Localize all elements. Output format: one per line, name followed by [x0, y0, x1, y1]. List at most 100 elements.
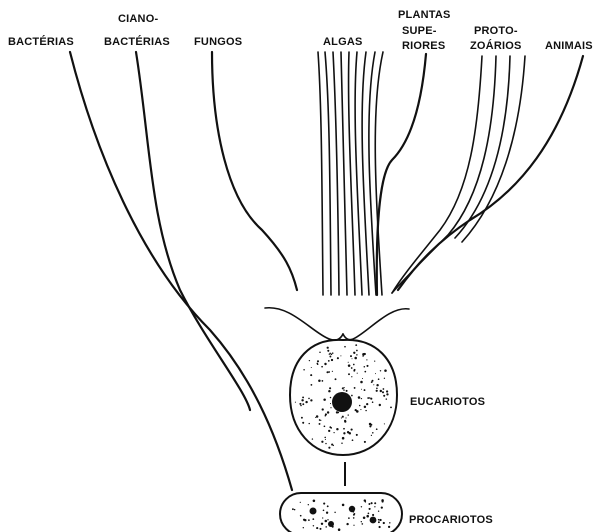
cytoplasm-stipple	[364, 366, 366, 368]
cytoplasm-stipple	[330, 427, 332, 429]
prokaryote-cell	[280, 493, 402, 532]
label-cianobacterias-line1: CIANO-	[118, 13, 158, 25]
cytoplasm-stipple	[372, 401, 374, 403]
prokaryote-stipple	[379, 526, 381, 528]
cytoplasm-stipple	[308, 398, 310, 400]
cytoplasm-stipple	[332, 352, 334, 354]
cytoplasm-stipple	[329, 387, 331, 389]
eukaryote-flagellum-right	[343, 309, 409, 340]
cytoplasm-stipple	[330, 397, 332, 399]
algas-branches	[318, 52, 383, 295]
cytoplasm-stipple	[369, 397, 370, 398]
cytoplasm-stipple	[301, 417, 303, 419]
cytoplasm-stipple	[331, 353, 333, 355]
cytoplasm-stipple	[309, 360, 310, 361]
eukaryote-flagellum-left	[265, 308, 343, 340]
prokaryote-stipple	[379, 519, 381, 521]
prokaryote-stipple	[346, 523, 348, 525]
cytoplasm-stipple	[384, 423, 385, 424]
cytoplasm-stipple	[382, 391, 384, 393]
prokaryote-stipple	[388, 526, 390, 528]
prokaryote-stipple	[327, 519, 328, 520]
cytoplasm-stipple	[345, 417, 346, 418]
cytoplasm-stipple	[354, 357, 357, 360]
cytoplasm-stipple	[321, 366, 323, 368]
prokaryote-stipple	[374, 506, 375, 507]
prokaryote-granule	[328, 521, 334, 527]
prokaryote-granule	[310, 508, 317, 515]
prokaryote-stipple	[368, 503, 370, 505]
cytoplasm-stipple	[369, 425, 371, 427]
cytoplasm-stipple	[346, 390, 348, 392]
cytoplasm-stipple	[348, 373, 350, 375]
cytoplasm-stipple	[364, 389, 366, 391]
plantas-superiores-branch	[377, 54, 426, 295]
prokaryote-stipple	[325, 520, 328, 523]
cytoplasm-stipple	[376, 428, 378, 430]
cytoplasm-stipple	[300, 405, 302, 407]
cytoplasm-stipple	[322, 380, 324, 382]
cytoplasm-stipple	[351, 395, 353, 397]
cytoplasm-stipple	[360, 381, 363, 384]
cytoplasm-stipple	[386, 390, 388, 392]
cytoplasm-stipple	[328, 360, 330, 362]
cytoplasm-stipple	[323, 399, 325, 401]
cytoplasm-stipple	[326, 371, 328, 373]
cytoplasm-stipple	[330, 407, 331, 408]
prokaryote-stipple	[323, 509, 325, 511]
cytoplasm-stipple	[358, 396, 361, 399]
bacterias-branch	[70, 52, 292, 490]
cytoplasm-stipple	[305, 401, 307, 403]
cytoplasm-stipple	[310, 384, 312, 386]
prokaryote-stipple	[353, 525, 354, 526]
prokaryote-stipple	[342, 504, 345, 507]
prokaryote-stipple	[321, 523, 323, 525]
cytoplasm-stipple	[317, 360, 319, 362]
cytoplasm-stipple	[325, 443, 326, 444]
cytoplasm-stipple	[359, 405, 361, 407]
prokaryote-stipple	[303, 527, 304, 528]
cytoplasm-stipple	[338, 412, 340, 414]
cytoplasm-stipple	[356, 434, 358, 436]
prokaryote-stipple	[366, 515, 369, 518]
cytoplasm-stipple	[361, 389, 362, 390]
cytoplasm-stipple	[366, 403, 368, 405]
cytoplasm-stipple	[354, 387, 356, 389]
cytoplasm-stipple	[341, 417, 342, 418]
cytoplasm-stipple	[328, 430, 330, 432]
cytoplasm-stipple	[342, 437, 345, 440]
prokaryote-stipple	[313, 525, 314, 526]
prokaryote-stipple	[316, 527, 318, 529]
prokaryote-stipple	[326, 512, 328, 514]
label-plantas-line2: SUPE-	[402, 25, 437, 37]
prokaryote-stipple	[363, 517, 366, 520]
cytoplasm-stipple	[310, 374, 312, 376]
cytoplasm-stipple	[302, 403, 304, 405]
cytoplasm-stipple	[320, 420, 321, 421]
cytoplasm-stipple	[327, 411, 329, 413]
cytoplasm-stipple	[324, 437, 326, 439]
cytoplasm-stipple	[348, 414, 349, 415]
cytoplasm-stipple	[301, 399, 303, 401]
cytoplasm-stipple	[366, 359, 367, 360]
cytoplasm-stipple	[366, 365, 368, 367]
cytoplasm-stipple	[318, 379, 321, 382]
cytoplasm-stipple	[333, 445, 334, 446]
label-fungos: FUNGOS	[194, 36, 242, 48]
prokaryote-stipple	[389, 522, 390, 523]
cytoplasm-stipple	[355, 344, 357, 346]
cytoplasm-stipple	[348, 364, 351, 367]
cytoplasm-stipple	[376, 384, 378, 386]
cytoplasm-stipple	[330, 403, 331, 404]
label-cianobacterias-line2: BACTÉRIAS	[104, 35, 170, 48]
prokaryote-stipple	[381, 506, 383, 508]
cytoplasm-stipple	[310, 399, 312, 401]
cytoplasm-stipple	[315, 417, 316, 418]
cytoplasm-stipple	[343, 432, 345, 434]
prokaryote-stipple	[378, 519, 380, 521]
cytoplasm-stipple	[378, 378, 380, 380]
cytoplasm-stipple	[327, 350, 329, 352]
cytoplasm-stipple	[344, 420, 346, 422]
cytoplasm-stipple	[343, 428, 345, 430]
